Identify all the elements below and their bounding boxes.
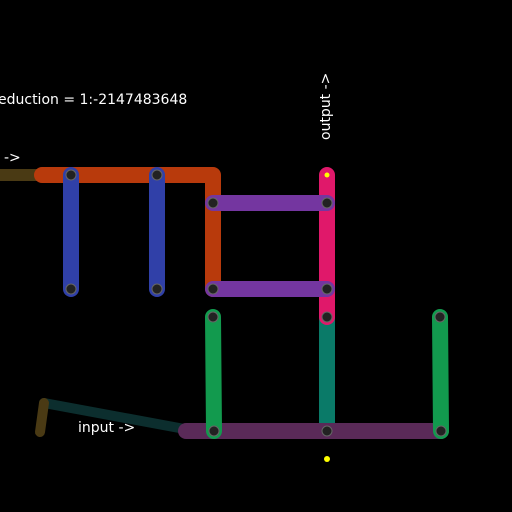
input-crank-arm[interactable] bbox=[35, 398, 49, 437]
reduction-label: eduction = 1:-2147483648 bbox=[0, 92, 187, 108]
pivot-joint-icon[interactable] bbox=[151, 169, 163, 181]
pivot-joint-icon[interactable] bbox=[434, 311, 446, 323]
yellow-dot-icon bbox=[324, 456, 330, 462]
pivot-joint-icon[interactable] bbox=[321, 311, 333, 323]
orange-link-bar[interactable] bbox=[34, 167, 221, 297]
input-label: input -> bbox=[78, 420, 135, 436]
pivot-joint-icon[interactable] bbox=[65, 283, 77, 295]
green-link-right[interactable] bbox=[432, 309, 449, 439]
pivot-joint-icon[interactable] bbox=[321, 425, 333, 437]
green-link-left[interactable] bbox=[205, 309, 222, 439]
input-crank-link[interactable] bbox=[39, 398, 195, 435]
left-arrow-label: t -> bbox=[0, 150, 21, 166]
output-label: output -> bbox=[318, 73, 334, 140]
pivot-joint-icon[interactable] bbox=[151, 283, 163, 295]
pivot-joint-icon[interactable] bbox=[207, 311, 219, 323]
pivot-joint-icon[interactable] bbox=[208, 425, 220, 437]
pivot-joint-icon[interactable] bbox=[65, 169, 77, 181]
pivot-joint-icon[interactable] bbox=[321, 197, 333, 209]
pivot-joints bbox=[65, 169, 447, 437]
pivot-joint-icon[interactable] bbox=[207, 283, 219, 295]
pivot-joint-icon[interactable] bbox=[321, 283, 333, 295]
yellow-dot-icon bbox=[324, 172, 330, 178]
pivot-joint-icon[interactable] bbox=[435, 425, 447, 437]
pivot-joint-icon[interactable] bbox=[207, 197, 219, 209]
